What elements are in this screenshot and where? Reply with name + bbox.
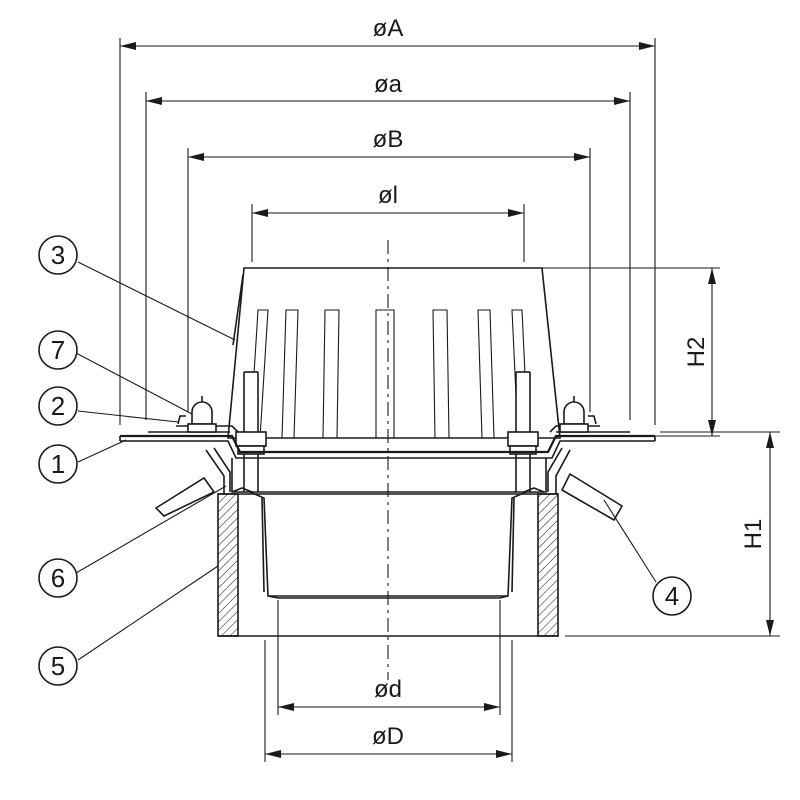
outlet-spigot: [231, 487, 545, 599]
dim-label-D: øD: [372, 723, 404, 750]
svg-text:3: 3: [51, 240, 65, 270]
extension-lines: [119, 38, 780, 762]
callout-3: 3: [38, 235, 78, 275]
left-cap-nut: [187, 396, 217, 433]
svg-text:5: 5: [51, 651, 65, 681]
right-cap-nut: [559, 396, 589, 433]
dimension-line-d: [278, 703, 500, 711]
svg-text:4: 4: [665, 581, 679, 611]
dim-label-d: ød: [374, 676, 402, 703]
callout-6: 6: [38, 558, 78, 598]
dimension-line-H1: [766, 432, 774, 636]
dim-label-A: øA: [373, 15, 404, 42]
callout-2: 2: [38, 386, 78, 426]
callout-1: 1: [38, 444, 78, 484]
dome-grate: [227, 267, 561, 439]
svg-text:2: 2: [51, 391, 65, 421]
dim-label-a: øa: [374, 71, 403, 98]
left-stud: [235, 371, 267, 492]
svg-text:7: 7: [51, 335, 65, 365]
dim-label-l: øl: [378, 182, 398, 209]
dimension-line-D: [265, 750, 512, 758]
dim-label-B: øB: [373, 126, 404, 153]
callout-4: 4: [652, 576, 692, 616]
dimension-line-A: [120, 42, 655, 50]
dim-label-H2: H2: [683, 337, 710, 368]
dimension-line-l: [252, 209, 524, 217]
left-seal-strip: [154, 447, 231, 517]
grate-slots: [249, 309, 529, 439]
callout-5: 5: [38, 646, 78, 686]
right-seal-strip: [547, 447, 624, 522]
callout-7: 7: [38, 330, 78, 370]
dimension-line-B: [188, 153, 590, 161]
svg-text:6: 6: [51, 563, 65, 593]
dim-label-H1: H1: [740, 519, 767, 550]
drain-body-pipe: [217, 458, 559, 637]
right-stud: [507, 371, 539, 492]
dimension-line-a: [146, 97, 630, 105]
svg-text:1: 1: [51, 449, 65, 479]
dimension-line-H2: [708, 268, 716, 436]
leader-lines: [75, 261, 657, 661]
